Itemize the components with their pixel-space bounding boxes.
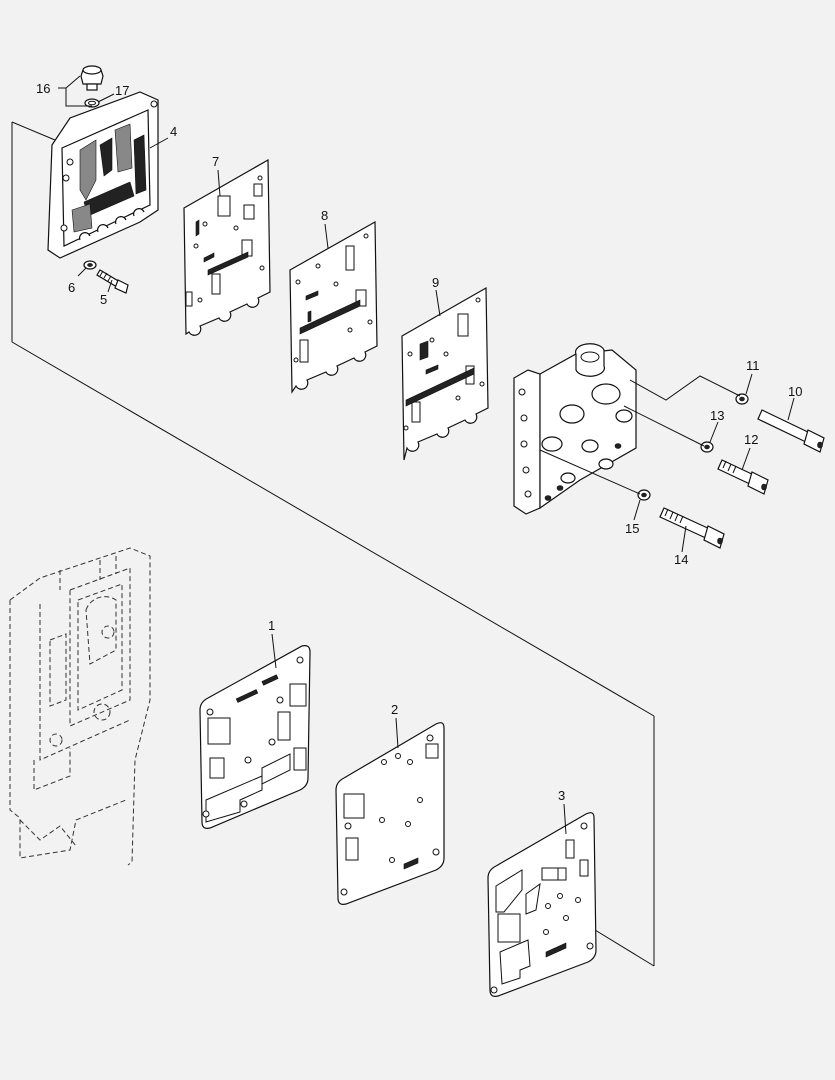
callout-4: 4 — [170, 124, 177, 139]
callout-7: 7 — [212, 154, 219, 169]
screw-part-5[interactable] — [96, 269, 129, 294]
callout-16: 16 — [36, 81, 50, 96]
leader-11 — [629, 375, 741, 401]
washer-part-6[interactable] — [83, 260, 97, 270]
callout-17: 17 — [115, 83, 129, 98]
callout-10: 10 — [788, 384, 802, 399]
callout-15: 15 — [625, 521, 639, 536]
callout-13: 13 — [710, 408, 724, 423]
callout-1: 1 — [268, 618, 275, 633]
frame-lines — [11, 121, 655, 967]
callout-2: 2 — [391, 702, 398, 717]
callout-3: 3 — [558, 788, 565, 803]
valve-housing-part-4[interactable] — [47, 91, 159, 259]
transmission-housing-outline — [9, 547, 151, 866]
callout-labels: 16 17 4 6 5 7 8 9 11 10 13 12 15 14 1 2 … — [36, 81, 802, 803]
washer-part-11[interactable] — [735, 393, 749, 405]
bolt-part-10[interactable] — [757, 409, 825, 453]
callout-11: 11 — [746, 358, 760, 373]
plug-cap-part-16[interactable] — [80, 65, 104, 91]
separator-plate-part-9[interactable] — [401, 286, 489, 461]
bolt-part-14[interactable] — [659, 507, 725, 549]
callout-8: 8 — [321, 208, 328, 223]
gasket-part-1[interactable] — [199, 645, 311, 829]
valve-body-block[interactable] — [513, 343, 637, 515]
callout-12: 12 — [744, 432, 758, 447]
leader-15 — [539, 449, 641, 495]
bolt-part-12[interactable] — [717, 459, 769, 495]
separator-plate-part-8[interactable] — [289, 220, 378, 394]
callout-5: 5 — [100, 292, 107, 307]
callout-9: 9 — [432, 275, 439, 290]
washer-part-15[interactable] — [637, 489, 651, 501]
leader-lines — [58, 75, 795, 835]
o-ring-inner — [88, 100, 96, 106]
gasket-part-3[interactable] — [487, 812, 597, 997]
washer-part-13[interactable] — [700, 441, 714, 453]
separator-plate-part-7[interactable] — [183, 158, 271, 336]
callout-14: 14 — [674, 552, 688, 567]
callout-6: 6 — [68, 280, 75, 295]
leader-13 — [623, 405, 705, 447]
gasket-part-2[interactable] — [335, 722, 445, 905]
